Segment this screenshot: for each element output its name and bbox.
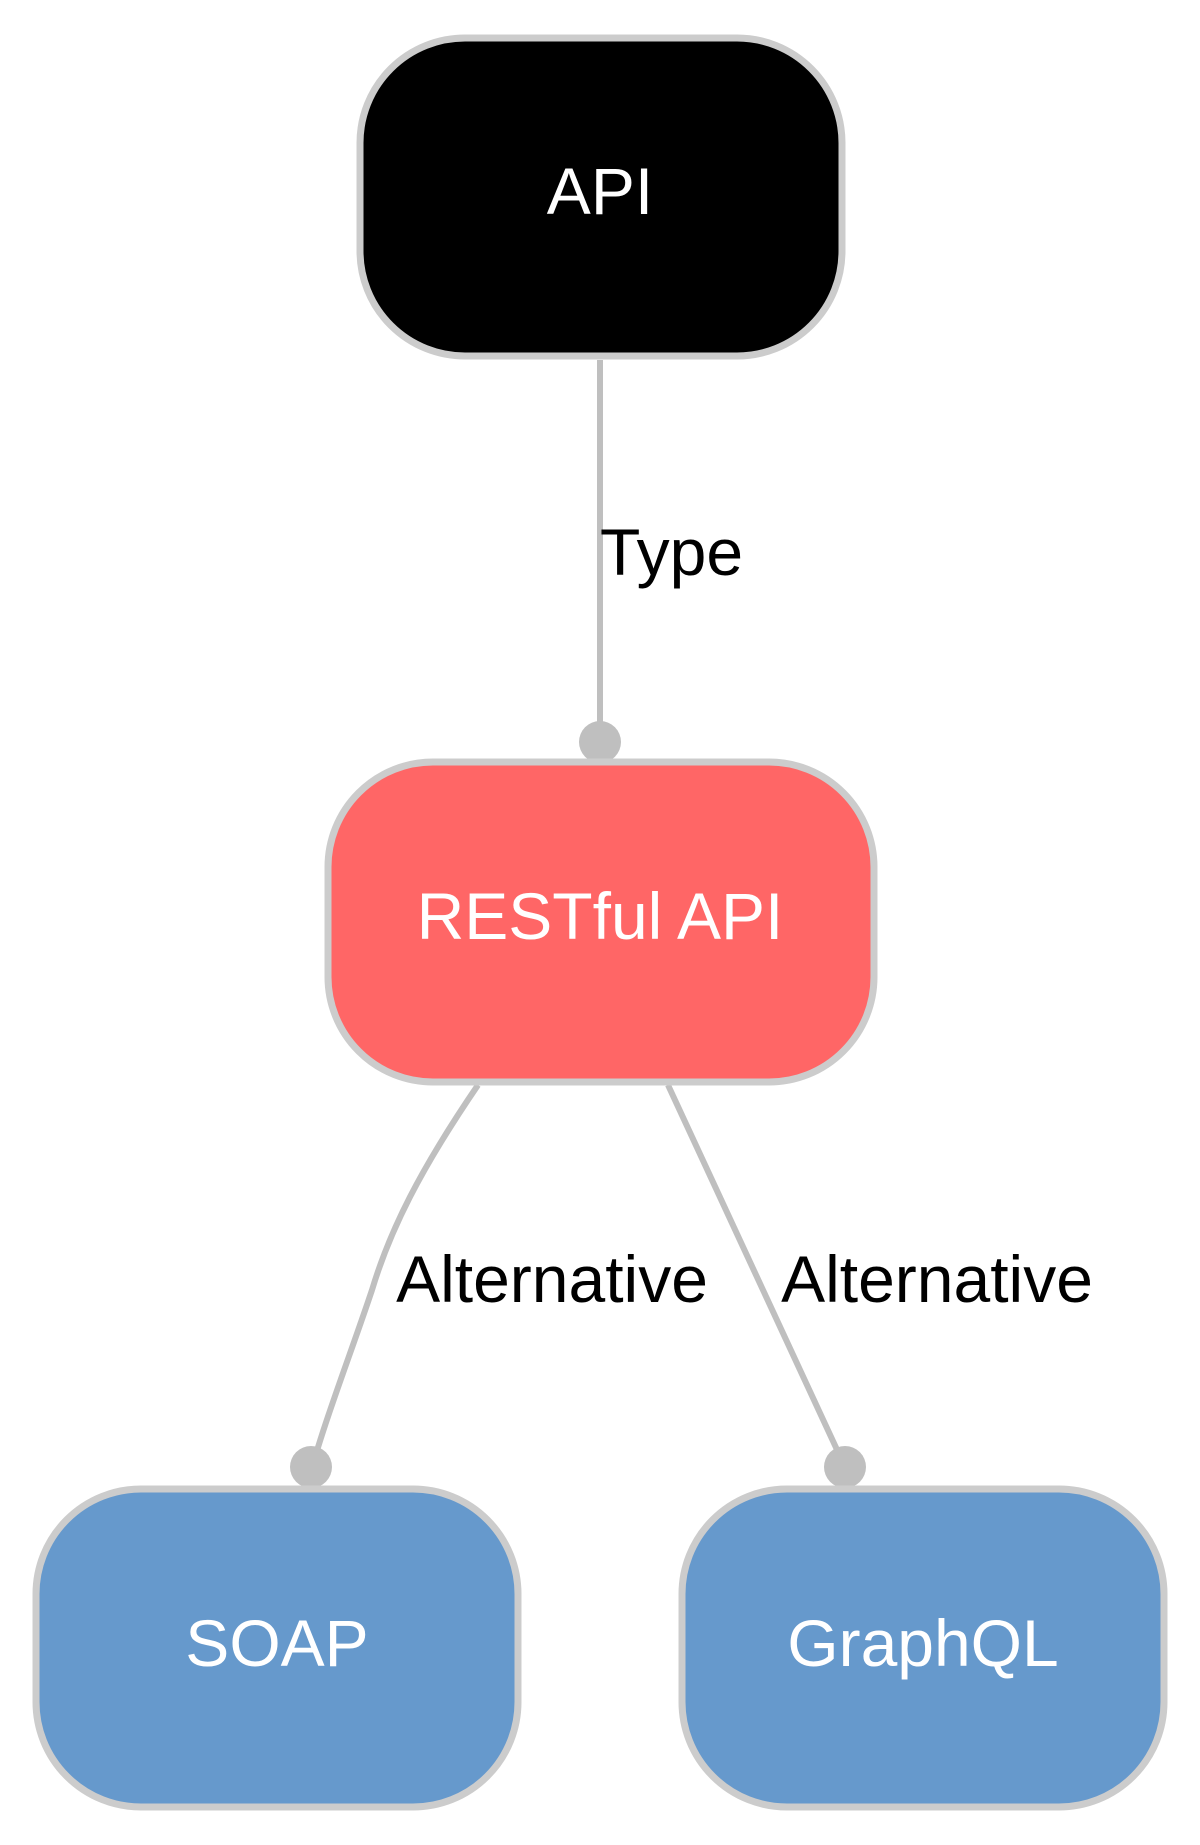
edge-restful-to-graphql — [665, 1083, 866, 1488]
node-restful-api[interactable]: RESTful API — [324, 758, 878, 1086]
edge-endpoint-dot — [824, 1446, 866, 1488]
node-restful-api-box — [324, 758, 878, 1086]
node-graphql-label: GraphQL — [787, 1606, 1058, 1680]
edge-restful-to-soap — [290, 1083, 481, 1488]
node-soap-label: SOAP — [185, 1606, 368, 1680]
node-graphql-box — [678, 1485, 1168, 1811]
node-api-box — [356, 34, 846, 360]
node-graphql[interactable]: GraphQL — [678, 1485, 1168, 1811]
edge-line — [665, 1083, 848, 1469]
edge-endpoint-dot — [579, 721, 621, 763]
node-soap[interactable]: SOAP — [32, 1485, 522, 1811]
edge-label-type: Type — [600, 515, 743, 589]
node-api[interactable]: API — [356, 34, 846, 360]
edge-api-to-restful — [579, 360, 621, 763]
edge-line — [309, 1083, 481, 1469]
edge-label-alternative-soap: Alternative — [396, 1242, 708, 1316]
node-restful-api-label: RESTful API — [417, 879, 784, 953]
node-soap-box — [32, 1485, 522, 1811]
node-api-label: API — [547, 154, 653, 228]
edge-label-alternative-graphql: Alternative — [781, 1242, 1093, 1316]
edge-endpoint-dot — [290, 1446, 332, 1488]
